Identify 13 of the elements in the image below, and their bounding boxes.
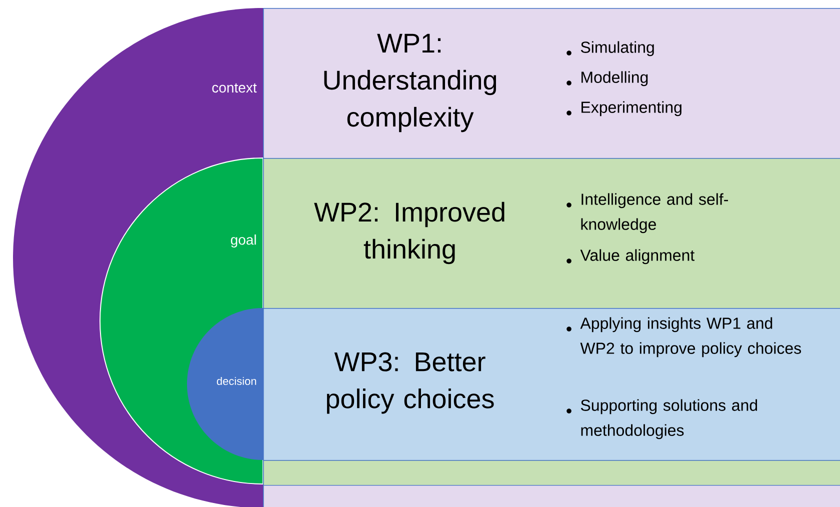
heading: WP1: Understanding complexity [324,34,496,132]
circle-label: context [212,83,257,93]
bullet-item: Applying insights WP1 and WP2 to improve policy choices [566,317,801,358]
heading: WP2: Improved thinking [314,202,504,264]
bullet-item: Intelligence and self-knowledge [566,193,728,234]
bullet-item: Experimenting [566,101,682,116]
heading: WP3: Better policy choices [326,352,494,414]
bullet-item: Simulating [566,41,654,56]
bullet-item: Supporting solutions and methodologies [566,399,758,440]
circle-label: decision [216,376,256,386]
bullet-item: Value alignment [566,249,694,264]
circle-label: goal [230,234,256,248]
bullet-item: Modelling [566,71,648,86]
